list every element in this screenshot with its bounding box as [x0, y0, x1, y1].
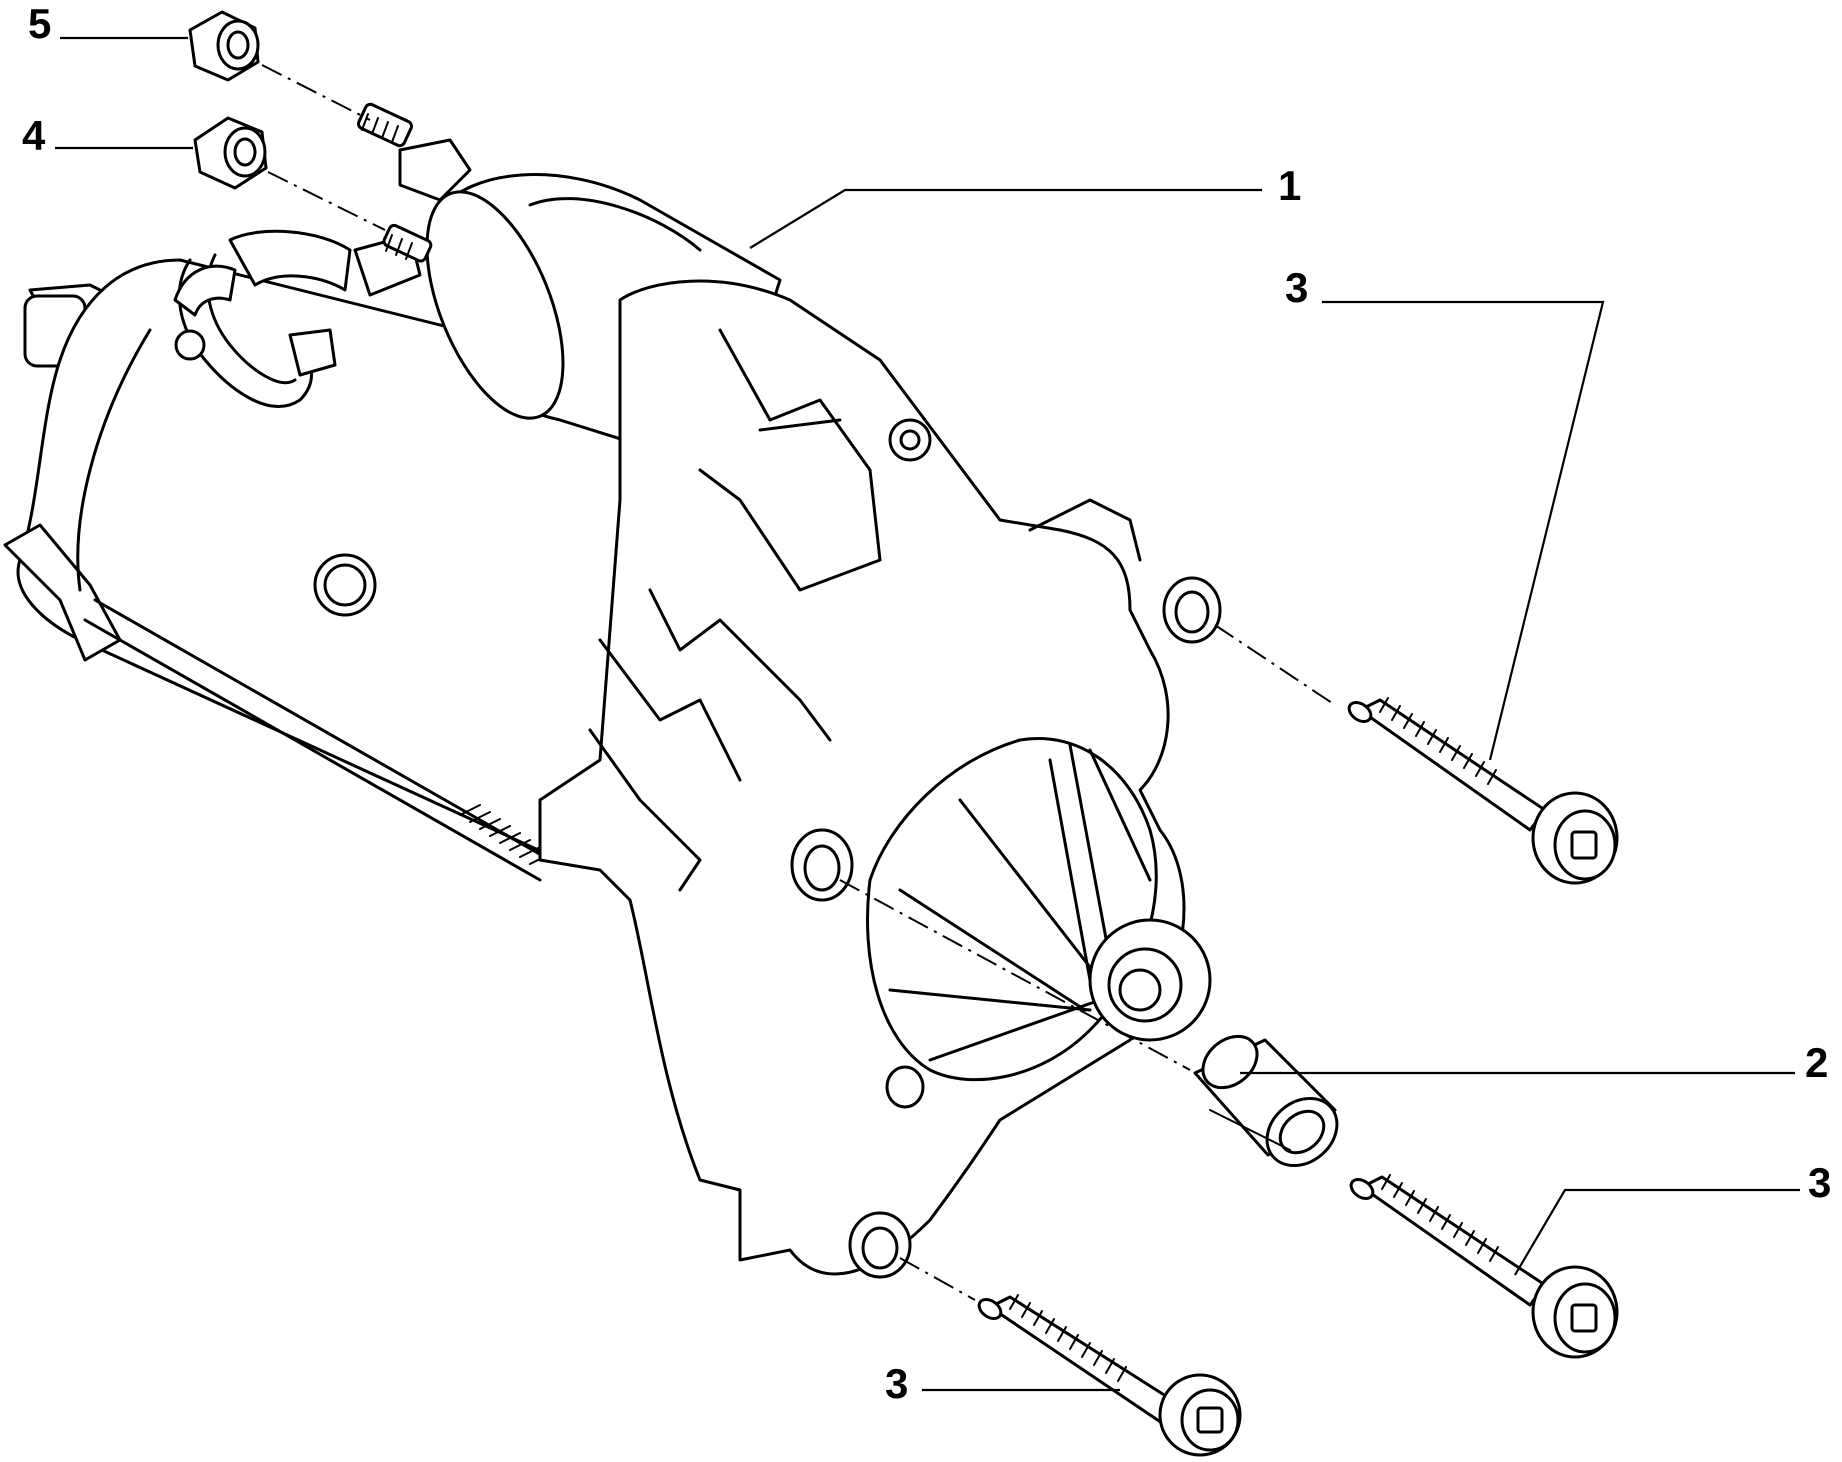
flange-bolt-icon [1349, 1174, 1619, 1359]
callout-5: 5 [28, 0, 51, 47]
assembly-centerlines [261, 64, 1336, 1301]
callout-leaders [55, 36, 1800, 1392]
hex-nut-icon [188, 10, 260, 82]
flange-bolt-icon [1347, 697, 1619, 885]
starter-motor-icon [3, 102, 1222, 1279]
hex-nut-icon [193, 116, 268, 190]
callout-4: 4 [22, 112, 46, 159]
flange-bolt-icon [977, 1294, 1242, 1457]
callout-3-mid: 3 [1808, 1159, 1831, 1206]
callout-3-bottom: 3 [885, 1360, 908, 1407]
callout-3-top: 3 [1285, 264, 1308, 311]
bushing-icon [1193, 1034, 1339, 1168]
callout-1: 1 [1278, 162, 1301, 209]
callout-2: 2 [1805, 1039, 1828, 1086]
